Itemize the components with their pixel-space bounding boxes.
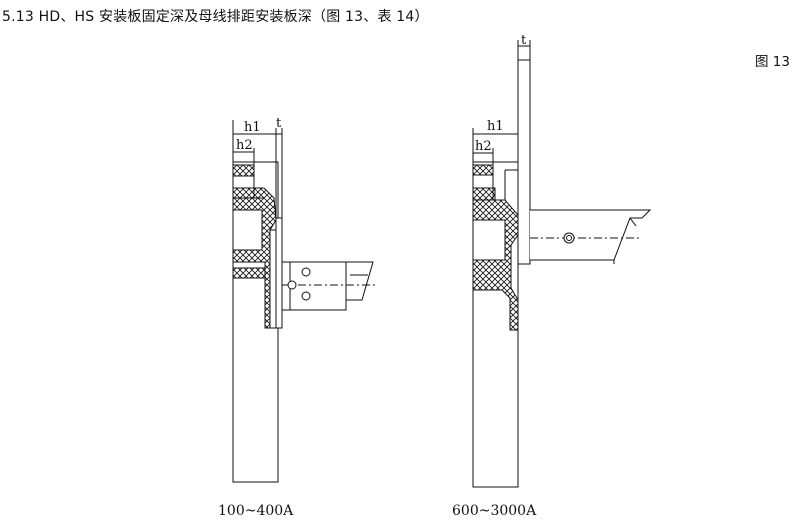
busbar-end [346,261,374,301]
dim-h1-left: h1 [244,120,261,135]
caption-right: 600~3000A [452,503,537,519]
dim-h1-right: h1 [487,119,504,134]
section-heading: 5.13 HD、HS 安装板固定深及母线排距安装板深（图 13、表 14） [2,9,429,25]
bolt-hole [301,267,311,277]
mounting-plate [517,59,531,265]
mounting-plate [275,217,283,329]
dim-t-right: t [521,33,527,48]
drawing-100-400a [232,120,375,483]
caption-left: 100~400A [218,503,294,519]
dim-t-left: t [276,116,282,131]
busbar [530,209,652,261]
insulator-rib [232,267,266,279]
figure-label: 图 13 [755,54,790,70]
dim-h2-left: h2 [236,138,253,153]
dim-h2-right: h2 [475,139,492,154]
bolt-hole [301,291,311,301]
bolt-hole [287,280,297,290]
drawing-600-3000a [472,40,652,488]
